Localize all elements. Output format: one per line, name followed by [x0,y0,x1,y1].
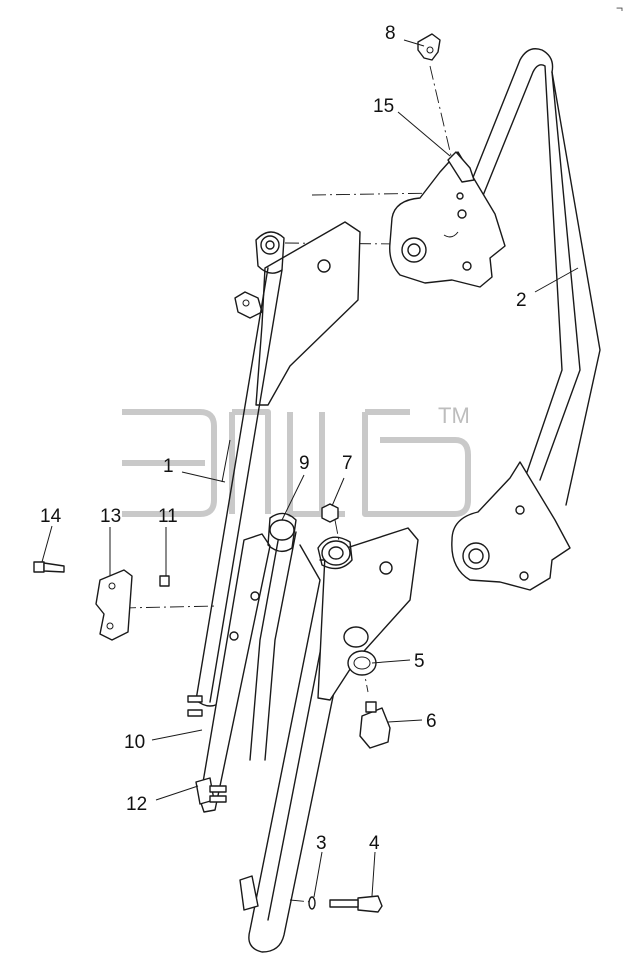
callout-labels: 1 2 3 4 5 6 7 8 9 10 11 12 13 14 15 [40,23,527,854]
tube-frame [469,48,601,506]
callout-9: 9 [299,453,310,474]
callout-12: 12 [126,794,147,815]
watermark-logo: TM [122,403,471,517]
washers-5 [343,626,377,676]
pin-8 [417,33,441,61]
callout-3: 3 [316,833,327,854]
callout-5: 5 [414,651,425,672]
bolt-4 [329,895,383,913]
nut-11 [159,575,170,587]
callout-10: 10 [124,732,145,753]
callout-11: 11 [158,506,178,527]
callout-4: 4 [369,833,380,854]
lower-bracket [451,461,571,591]
corner-mark: ¬ [616,1,623,15]
clamp-plate-15 [447,151,475,183]
link-arm-1 [195,221,361,707]
lower-tube [239,527,419,953]
callout-6: 6 [426,711,437,732]
callout-2: 2 [516,290,527,311]
callout-1: 1 [163,456,174,477]
callout-15: 15 [373,96,394,117]
watermark-tm: TM [438,403,470,428]
tie-rod-9 [249,512,297,761]
upper-bracket [389,151,506,288]
plate-10 [199,533,271,813]
bolt-14 [33,561,65,573]
callout-7: 7 [342,453,353,474]
bolts-12 [187,695,227,805]
leader-lines [41,39,579,898]
cap-6 [359,701,391,749]
callout-14: 14 [40,506,62,527]
clamp-13 [95,569,133,641]
callout-13: 13 [100,506,121,527]
ball-joint-7 [317,503,353,570]
washer-3 [308,896,316,910]
callout-8: 8 [385,23,396,44]
